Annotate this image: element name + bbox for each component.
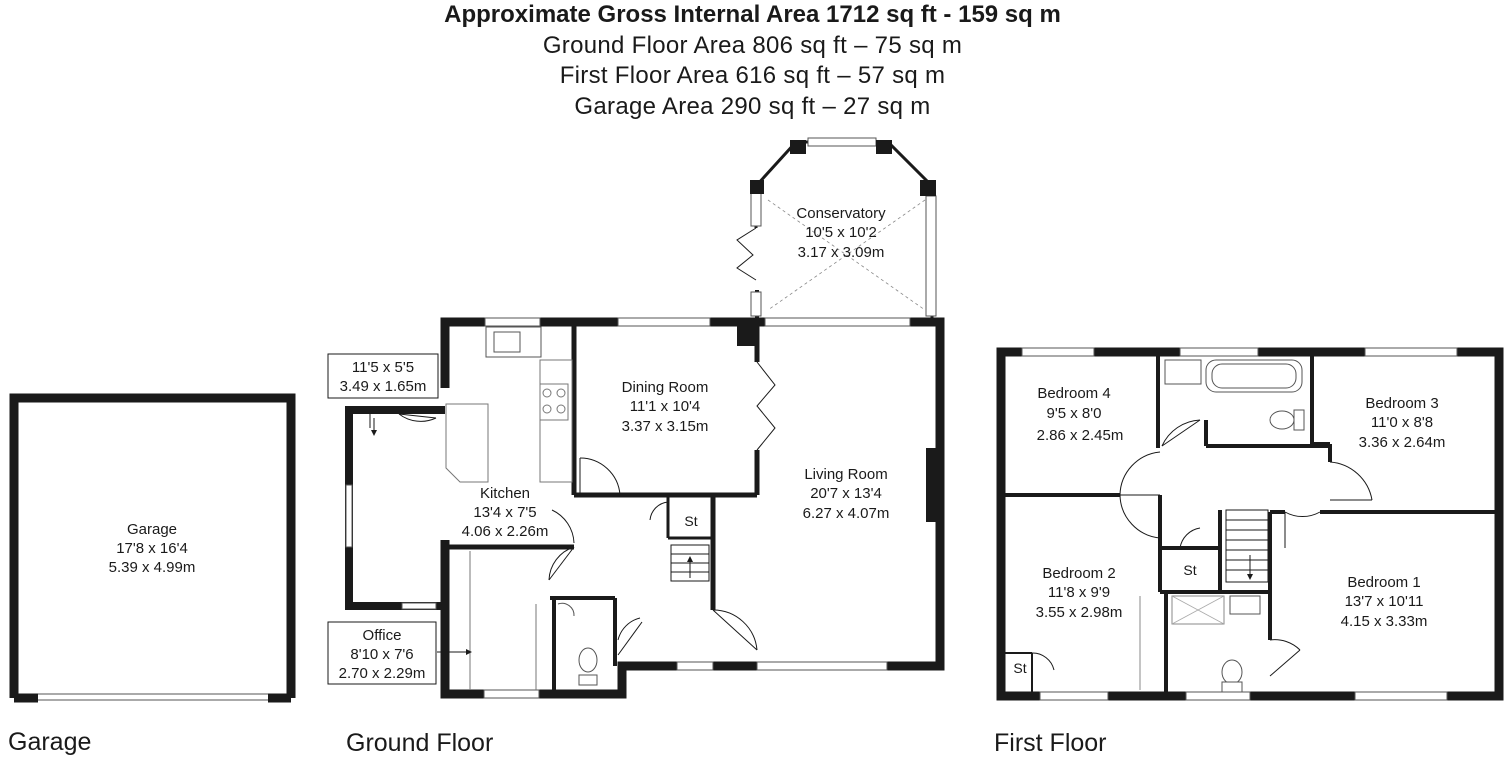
utility-metric: 3.49 x 1.65m (340, 378, 427, 395)
first-floor-label: First Floor (994, 729, 1107, 757)
office-metric: 2.70 x 2.29m (339, 665, 426, 682)
office-name: Office (363, 627, 402, 644)
garage-plan: Garage 17'8 x 16'4 5.39 x 4.99m (9, 393, 296, 703)
living-metric: 6.27 x 4.07m (803, 505, 890, 522)
kitchen-metric: 4.06 x 2.26m (462, 523, 549, 540)
kitchen-imperial: 13'4 x 7'5 (473, 504, 536, 521)
ground-store-label: St (684, 513, 697, 529)
bedroom3-imperial: 11'0 x 8'8 (1371, 414, 1433, 431)
conservatory-imperial: 10'5 x 10'2 (805, 224, 877, 241)
bedroom4-imperial: 9'5 x 8'0 (1047, 405, 1102, 422)
bedroom2-name: Bedroom 2 (1042, 565, 1115, 582)
dining-name: Dining Room (622, 379, 709, 396)
bedroom2-store-label: St (1013, 660, 1026, 676)
office-imperial: 8'10 x 7'6 (350, 646, 413, 663)
ground-floor-area: Ground Floor Area 806 sq ft – 75 sq m (542, 32, 963, 59)
bedroom3-name: Bedroom 3 (1365, 395, 1438, 412)
office-label-box (327, 621, 437, 685)
utility-label-box (327, 353, 439, 399)
utility-imperial: 11'5 x 5'5 (352, 359, 414, 376)
first-floor-area: First Floor Area 616 sq ft – 57 sq m (559, 62, 946, 89)
ground-floor-plan: 11'5 x 5'5 3.49 x 1.65m Office 8'10 x 7'… (327, 137, 945, 699)
bedroom1-metric: 4.15 x 3.33m (1341, 613, 1428, 630)
garage-floor-label: Garage (8, 728, 91, 756)
kitchen-name: Kitchen (480, 485, 530, 502)
bedroom4-metric: 2.86 x 2.45m (1037, 427, 1124, 444)
ground-floor-label: Ground Floor (346, 729, 493, 757)
landing-store-label: St (1183, 562, 1196, 578)
garage-imperial: 17'8 x 16'4 (116, 540, 188, 557)
bedroom1-imperial: 13'7 x 10'11 (1345, 593, 1424, 610)
conservatory-metric: 3.17 x 3.09m (798, 244, 885, 261)
bedroom2-metric: 3.55 x 2.98m (1036, 604, 1123, 621)
bedroom2-imperial: 11'8 x 9'9 (1048, 584, 1110, 601)
garage-metric: 5.39 x 4.99m (109, 559, 196, 576)
living-name: Living Room (804, 466, 887, 483)
gross-area-title: Approximate Gross Internal Area 1712 sq … (444, 1, 1061, 28)
garage-area: Garage Area 290 sq ft – 27 sq m (574, 93, 931, 120)
dining-metric: 3.37 x 3.15m (622, 418, 709, 435)
conservatory-name: Conservatory (796, 205, 886, 222)
bedroom4-name: Bedroom 4 (1037, 385, 1110, 402)
dining-imperial: 11'1 x 10'4 (630, 398, 701, 415)
bedroom3-metric: 3.36 x 2.64m (1359, 434, 1446, 451)
living-imperial: 20'7 x 13'4 (810, 485, 882, 502)
first-floor-plan: Bedroom 4 9'5 x 8'0 2.86 x 2.45m Bedroom… (996, 347, 1504, 701)
bedroom1-name: Bedroom 1 (1347, 574, 1420, 591)
garage-name: Garage (127, 521, 177, 538)
